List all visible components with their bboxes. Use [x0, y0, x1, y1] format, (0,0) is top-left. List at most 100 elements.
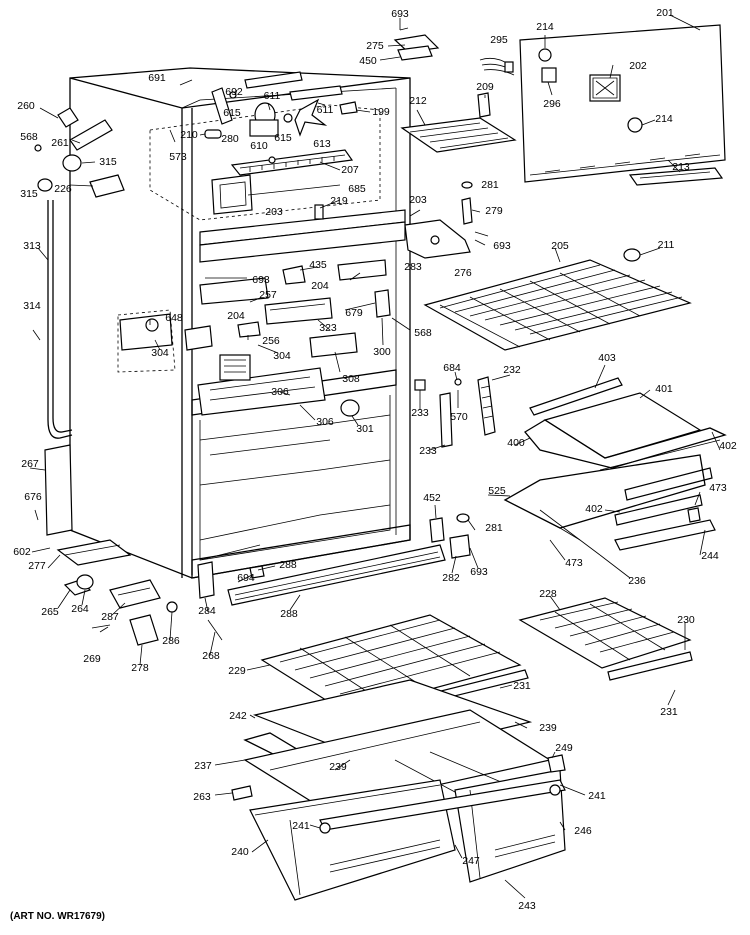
- part-label: 237: [194, 759, 212, 772]
- part-label: 304: [273, 349, 291, 362]
- part-label: 611: [316, 103, 334, 116]
- part-label: 610: [250, 139, 268, 152]
- part-label: 568: [414, 326, 432, 339]
- part-label: 230: [677, 613, 695, 626]
- part-label: 306: [316, 415, 334, 428]
- part-label: 209: [476, 80, 494, 93]
- control-panel: [393, 18, 726, 186]
- part-label: 313: [23, 239, 41, 252]
- part-label: 213: [672, 160, 690, 173]
- part-label: 241: [292, 819, 310, 832]
- part-label: 301: [356, 422, 374, 435]
- part-label: 284: [198, 604, 216, 617]
- part-label: 611: [263, 89, 281, 102]
- part-label: 288: [279, 558, 297, 571]
- part-label: 684: [443, 361, 461, 374]
- part-label: 240: [231, 845, 249, 858]
- part-label: 265: [41, 605, 59, 618]
- part-label: 210: [180, 128, 198, 141]
- part-label: 211: [657, 238, 675, 251]
- part-label: 287: [101, 610, 119, 623]
- part-label: 400: [507, 436, 525, 449]
- part-label: 247: [462, 854, 480, 867]
- part-label: 239: [539, 721, 557, 734]
- part-label: 277: [28, 559, 46, 572]
- part-label: 615: [274, 131, 292, 144]
- art-number: (ART NO. WR17679): [10, 911, 106, 922]
- part-label: 229: [228, 664, 246, 677]
- part-label: 295: [490, 33, 508, 46]
- base-grille: [197, 513, 471, 606]
- leveling-parts: [44, 444, 223, 646]
- part-label: 212: [409, 94, 427, 107]
- part-label: 246: [574, 824, 592, 837]
- part-label: 281: [485, 521, 503, 534]
- part-label: 243: [518, 899, 536, 912]
- part-label: 473: [565, 556, 583, 569]
- part-label: 402: [719, 439, 737, 452]
- part-label: 694: [237, 571, 255, 584]
- part-label: 435: [309, 258, 327, 271]
- part-label: 278: [131, 661, 149, 674]
- part-label: 304: [151, 346, 169, 359]
- part-label: 315: [20, 187, 38, 200]
- part-label: 401: [655, 382, 673, 395]
- fresh-food-shelves: [414, 376, 727, 556]
- part-label: 473: [709, 481, 727, 494]
- part-label: 676: [24, 490, 42, 503]
- part-label: 257: [259, 288, 277, 301]
- leader-lines: [29, 14, 721, 899]
- part-label: 693: [391, 7, 409, 20]
- part-label: 693: [252, 273, 270, 286]
- freezer-shelf: [423, 248, 692, 351]
- part-label: 263: [193, 790, 211, 803]
- part-label: 692: [225, 85, 243, 98]
- part-label: 288: [280, 607, 298, 620]
- part-label: 323: [319, 321, 337, 334]
- part-label: 450: [359, 54, 377, 67]
- part-label: 281: [481, 178, 499, 191]
- part-label: 573: [169, 150, 187, 163]
- part-label: 204: [227, 309, 245, 322]
- part-label: 280: [221, 132, 239, 145]
- part-label: 241: [588, 789, 606, 802]
- part-label: 308: [342, 372, 360, 385]
- part-label: 232: [503, 363, 521, 376]
- part-label: 242: [229, 709, 247, 722]
- part-label: 315: [99, 155, 117, 168]
- part-label: 203: [409, 193, 427, 206]
- part-label: 231: [513, 679, 531, 692]
- part-label: 244: [701, 549, 719, 562]
- hinge-assembly: [404, 181, 489, 259]
- part-label: 207: [341, 163, 359, 176]
- fresh-food-controls: [119, 259, 391, 417]
- left-parts: [32, 107, 125, 439]
- part-label: 204: [311, 279, 329, 292]
- part-label: 286: [162, 634, 180, 647]
- part-label: 615: [223, 106, 241, 119]
- part-label: 283: [404, 260, 422, 273]
- crisper-drawers: [231, 754, 566, 901]
- part-label: 236: [628, 574, 646, 587]
- part-label: 269: [83, 652, 101, 665]
- part-label: 525: [488, 484, 506, 497]
- part-label: 276: [454, 266, 472, 279]
- part-label: 219: [330, 194, 348, 207]
- part-label: 685: [348, 182, 366, 195]
- part-label: 214: [536, 20, 554, 33]
- part-label: 205: [551, 239, 569, 252]
- part-label: 275: [366, 39, 384, 52]
- part-label: 239: [329, 760, 347, 773]
- part-label: 267: [21, 457, 39, 470]
- part-label: 260: [17, 99, 35, 112]
- part-label: 233: [419, 444, 437, 457]
- part-label: 201: [656, 6, 674, 19]
- part-label: 282: [442, 571, 460, 584]
- part-label: 256: [262, 334, 280, 347]
- part-label: 202: [629, 59, 647, 72]
- part-label: 199: [372, 105, 390, 118]
- part-label: 568: [20, 130, 38, 143]
- part-label: 264: [71, 602, 89, 615]
- part-label: 233: [411, 406, 429, 419]
